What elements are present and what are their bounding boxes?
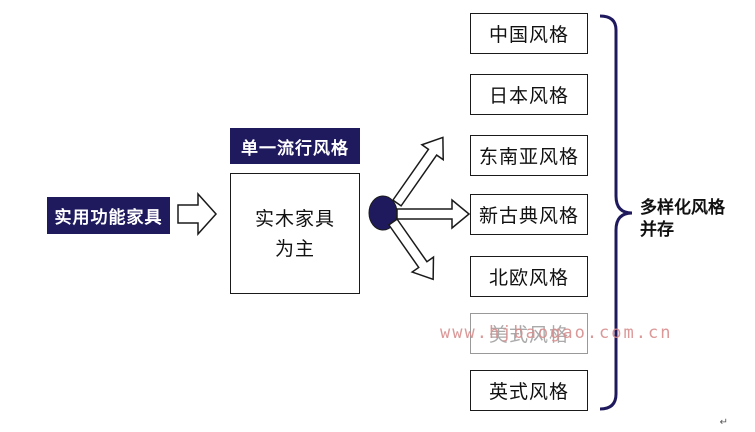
style-box-japanese: 日本风格 <box>470 74 588 115</box>
trend-content: 实木家具为主 <box>255 207 336 260</box>
arrow-right-icon <box>396 198 471 230</box>
conclusion-label: 多样化风格并存 <box>640 198 725 240</box>
right-arrow-icon <box>177 192 218 236</box>
style-label: 美式风格 <box>488 324 569 346</box>
style-box-nordic: 北欧风格 <box>470 256 588 297</box>
arrow-up-right-icon <box>391 136 444 207</box>
return-mark: ↵ <box>719 417 728 428</box>
style-box-southeast-asian: 东南亚风格 <box>470 135 588 176</box>
style-label: 北欧风格 <box>488 267 569 289</box>
style-label: 东南亚风格 <box>478 146 579 168</box>
style-label: 中国风格 <box>488 24 569 46</box>
style-box-british: 英式风格 <box>470 370 588 411</box>
source-label: 实用功能家具 <box>47 197 170 234</box>
style-box-neoclassical: 新古典风格 <box>470 194 588 235</box>
style-label: 英式风格 <box>488 381 569 403</box>
trend-content-box: 实木家具为主 <box>230 173 360 294</box>
watermark: www.hjbaogao.com.cn <box>440 323 673 343</box>
style-box-chinese: 中国风格 <box>470 13 588 54</box>
style-label: 日本风格 <box>488 85 569 107</box>
style-box-american: 美式风格 <box>470 313 588 354</box>
arrow-down-right-icon <box>387 218 435 281</box>
trend-title: 单一流行风格 <box>230 128 360 164</box>
style-label: 新古典风格 <box>478 205 579 227</box>
right-brace-icon <box>599 14 633 411</box>
